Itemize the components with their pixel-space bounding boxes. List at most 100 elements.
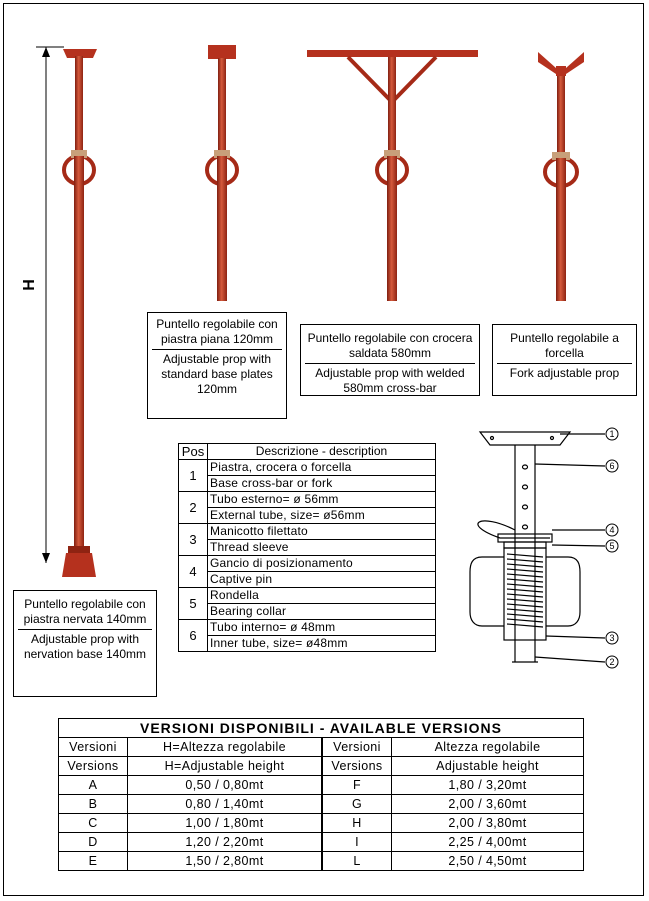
parts-row: Bearing collar bbox=[179, 603, 436, 620]
part-desc-it: Manicotto filettato bbox=[207, 523, 436, 540]
caption-forcella-en: Fork adjustable prop bbox=[509, 366, 620, 380]
caption-nervata-en: Adjustable prop with nervation base 140m… bbox=[23, 632, 147, 661]
props-illustration bbox=[36, 45, 584, 320]
version-height: 1,00 / 1,80mt bbox=[127, 813, 323, 833]
versions-table: VERSIONI DISPONIBILI - AVAILABLE VERSION… bbox=[58, 718, 584, 871]
parts-header-row: Pos Descrizione - description bbox=[178, 443, 436, 460]
version-code: E bbox=[58, 851, 128, 871]
versions-title: VERSIONI DISPONIBILI - AVAILABLE VERSION… bbox=[58, 718, 584, 738]
caption-crocera-en: Adjustable prop with welded 580mm cross-… bbox=[315, 366, 465, 395]
versions-row: B 0,80 / 1,40mt G 2,00 / 3,60mt bbox=[58, 794, 584, 814]
part-pos: 4 bbox=[178, 555, 208, 588]
versions-head-cell: H=Altezza regolabile bbox=[127, 737, 323, 757]
parts-row: Inner tube, size= ø48mm bbox=[179, 635, 436, 652]
parts-header-pos: Pos bbox=[178, 443, 208, 460]
version-height: 0,50 / 0,80mt bbox=[127, 775, 323, 795]
versions-head-cell: H=Adjustable height bbox=[127, 756, 323, 776]
version-height: 2,00 / 3,80mt bbox=[391, 813, 584, 833]
callout-1: 1 bbox=[609, 429, 614, 439]
caption-piana: Puntello regolabile con piastra piana 12… bbox=[147, 312, 287, 419]
height-label: H bbox=[20, 279, 38, 291]
prop-crocera bbox=[307, 50, 478, 301]
part-desc-it: Gancio di posizionamento bbox=[207, 555, 436, 572]
callout-5: 5 bbox=[609, 541, 614, 551]
part-desc-en: Bearing collar bbox=[207, 603, 436, 620]
version-height: 2,25 / 4,00mt bbox=[391, 832, 584, 852]
prop-forcella bbox=[538, 52, 584, 301]
part-desc-en: Thread sleeve bbox=[207, 539, 436, 556]
caption-forcella: Puntello regolabile a forcella Fork adju… bbox=[492, 324, 637, 396]
version-code: B bbox=[58, 794, 128, 814]
part-desc-en: External tube, size= ø56mm bbox=[207, 507, 436, 524]
part-desc-it: Tubo interno= ø 48mm bbox=[207, 619, 436, 636]
callout-4: 4 bbox=[609, 525, 614, 535]
part-desc-en: Inner tube, size= ø48mm bbox=[207, 635, 436, 652]
height-dimension bbox=[36, 46, 64, 48]
version-height: 1,80 / 3,20mt bbox=[391, 775, 584, 795]
part-pos: 2 bbox=[178, 491, 208, 524]
caption-nervata-it: Puntello regolabile con piastra nervata … bbox=[23, 597, 147, 626]
version-height: 2,00 / 3,60mt bbox=[391, 794, 584, 814]
callout-2: 2 bbox=[609, 657, 614, 667]
version-code: F bbox=[321, 775, 392, 795]
part-desc-it: Tubo esterno= ø 56mm bbox=[207, 491, 436, 508]
caption-crocera-it: Puntello regolabile con crocera saldata … bbox=[307, 331, 473, 360]
versions-row: E 1,50 / 2,80mt L 2,50 / 4,50mt bbox=[58, 851, 584, 871]
technical-drawing: 1 6 4 5 3 2 bbox=[469, 427, 619, 669]
versions-title-row: VERSIONI DISPONIBILI - AVAILABLE VERSION… bbox=[58, 718, 584, 738]
parts-row: Base cross-bar or fork bbox=[179, 475, 436, 492]
version-code: C bbox=[58, 813, 128, 833]
versions-row: D 1,20 / 2,20mt I 2,25 / 4,00mt bbox=[58, 832, 584, 852]
versions-head-cell: Versioni bbox=[321, 737, 392, 757]
dimension-line bbox=[42, 47, 50, 563]
part-desc-en: Base cross-bar or fork bbox=[207, 475, 436, 492]
versions-head-cell: Altezza regolabile bbox=[391, 737, 584, 757]
versions-head-cell: Versions bbox=[58, 756, 128, 776]
caption-nervata: Puntello regolabile con piastra nervata … bbox=[13, 590, 157, 697]
part-desc-it: Rondella bbox=[207, 587, 436, 604]
version-code: D bbox=[58, 832, 128, 852]
parts-row: External tube, size= ø56mm bbox=[179, 507, 436, 524]
version-height: 2,50 / 4,50mt bbox=[391, 851, 584, 871]
version-code: G bbox=[321, 794, 392, 814]
prop-piana bbox=[205, 45, 239, 301]
part-pos: 1 bbox=[178, 459, 208, 492]
versions-head-row: Versioni H=Altezza regolabile Versioni A… bbox=[58, 737, 584, 757]
versions-head-cell: Adjustable height bbox=[391, 756, 584, 776]
caption-forcella-it: Puntello regolabile a forcella bbox=[510, 331, 619, 360]
versions-head-row: Versions H=Adjustable height Versions Ad… bbox=[58, 756, 584, 776]
caption-piana-en: Adjustable prop with standard base plate… bbox=[161, 352, 273, 396]
prop-nervata-lower bbox=[62, 300, 96, 577]
part-desc-it: Piastra, crocera o forcella bbox=[207, 459, 436, 476]
versions-row: C 1,00 / 1,80mt H 2,00 / 3,80mt bbox=[58, 813, 584, 833]
parts-header-desc: Descrizione - description bbox=[207, 443, 436, 460]
parts-row: Captive pin bbox=[179, 571, 436, 588]
versions-head-cell: Versions bbox=[321, 756, 392, 776]
version-height: 1,20 / 2,20mt bbox=[127, 832, 323, 852]
version-code: L bbox=[321, 851, 392, 871]
parts-row: Thread sleeve bbox=[179, 539, 436, 556]
caption-crocera: Puntello regolabile con crocera saldata … bbox=[300, 324, 480, 396]
version-code: A bbox=[58, 775, 128, 795]
versions-row: A 0,50 / 0,80mt F 1,80 / 3,20mt bbox=[58, 775, 584, 795]
version-code: H bbox=[321, 813, 392, 833]
versions-head-cell: Versioni bbox=[58, 737, 128, 757]
callout-6: 6 bbox=[609, 461, 614, 471]
page-frame bbox=[3, 3, 644, 896]
part-pos: 3 bbox=[178, 523, 208, 556]
version-code: I bbox=[321, 832, 392, 852]
prop-nervata bbox=[62, 49, 97, 320]
part-desc-en: Captive pin bbox=[207, 571, 436, 588]
caption-piana-it: Puntello regolabile con piastra piana 12… bbox=[156, 317, 278, 346]
part-pos: 5 bbox=[178, 587, 208, 620]
version-height: 1,50 / 2,80mt bbox=[127, 851, 323, 871]
part-pos: 6 bbox=[178, 619, 208, 652]
callout-3: 3 bbox=[609, 633, 614, 643]
